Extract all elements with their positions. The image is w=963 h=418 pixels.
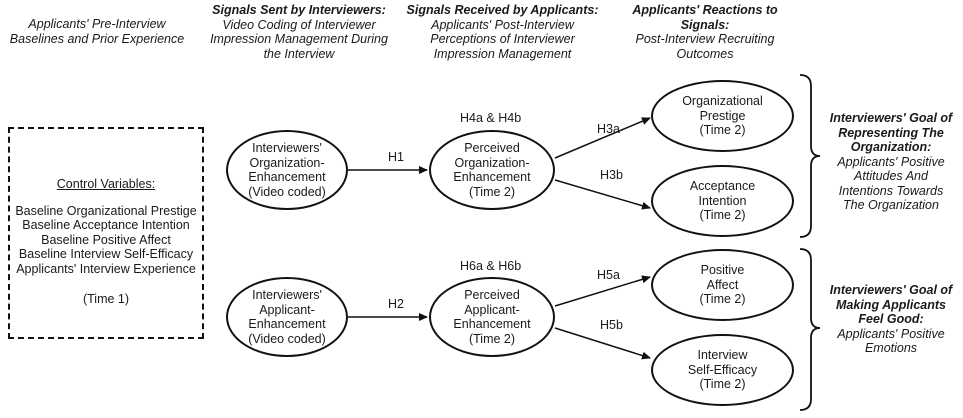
node-line: (Video coded) [248, 184, 326, 199]
path-label-h3a: H3a [597, 122, 620, 136]
header-reactions-title1: Applicants' Reactions to [632, 3, 778, 17]
node-line: (Video coded) [248, 331, 326, 346]
control-variable-item: Baseline Acceptance Intention [22, 218, 190, 232]
path-label-h1: H1 [388, 150, 404, 164]
node-line: (Time 2) [699, 292, 746, 307]
node-line: Acceptance [689, 179, 756, 194]
goal-app-title3: Feel Good: [858, 312, 924, 326]
header-reactions-line2: Outcomes [676, 46, 734, 61]
node-line: Enhancement [248, 170, 326, 184]
node-line: Affect [706, 277, 739, 292]
control-variable-item: Baseline Interview Self-Efficacy [18, 247, 194, 261]
path-label-h4: H4a & H4b [460, 111, 522, 125]
goal-representing-organization: Interviewers' Goal of Representing The O… [822, 111, 960, 213]
node-line: (Time 2) [699, 377, 746, 392]
node-line: Interview [697, 348, 748, 363]
path-label-h3b: H3b [600, 168, 623, 182]
header-reactions: Applicants' Reactions to Signals: Post-I… [610, 3, 800, 61]
goal-org-desc1: Applicants' Positive [837, 154, 945, 169]
node-line: Enhancement [453, 170, 531, 184]
path-label-h2: H2 [388, 297, 404, 311]
node-interview-self-efficacy: Interview Self-Efficacy (Time 2) [651, 334, 794, 406]
control-variable-item: Applicants' Interview Experience [16, 261, 196, 276]
node-line: Perceived [464, 141, 520, 155]
goal-org-title3: Organization: [850, 140, 932, 154]
header-signals-received-line2: Perceptions of Interviewer [430, 32, 575, 46]
header-signals-sent-line3: the Interview [263, 46, 335, 61]
header-reactions-line1: Post-Interview Recruiting [635, 32, 775, 46]
goal-app-title1: Interviewers' Goal of [829, 283, 953, 297]
header-signals-sent: Signals Sent by Interviewers: Video Codi… [196, 3, 402, 61]
node-line: Interviewers' [252, 288, 322, 302]
node-interviewers-applicant-enhancement: Interviewers' Applicant- Enhancement (Vi… [226, 277, 348, 357]
control-variable-item: Baseline Positive Affect [41, 232, 171, 247]
path-label-h5b: H5b [600, 318, 623, 332]
node-line: Interviewers' [252, 141, 322, 155]
node-line: Organization- [249, 155, 325, 170]
header-reactions-title2: Signals: [680, 17, 730, 32]
node-line: (Time 2) [699, 208, 746, 223]
goal-applicants-feel-good: Interviewers' Goal of Making Applicants … [822, 283, 960, 356]
node-organizational-prestige: Organizational Prestige (Time 2) [651, 80, 794, 152]
arrow-h3a [554, 117, 651, 159]
node-line: Organizational [682, 94, 763, 109]
goal-app-desc1: Applicants' Positive [837, 326, 945, 341]
goal-org-desc3: Intentions Towards [838, 183, 944, 198]
header-signals-received-title: Signals Received by Applicants: [406, 3, 599, 17]
header-baselines-line1: Applicants' Pre-Interview [28, 17, 166, 31]
header-signals-received-line3: Impression Management [433, 46, 572, 61]
brace-organization [799, 74, 821, 238]
goal-app-desc2: Emotions [864, 341, 918, 355]
arrow-h3b [554, 179, 651, 210]
brace-applicants [799, 248, 821, 411]
path-label-h5a: H5a [597, 268, 620, 282]
control-variables-title: Control Variables: [56, 177, 156, 191]
header-signals-sent-line2: Impression Management During [210, 32, 388, 46]
arrow-h5b [554, 327, 651, 360]
node-acceptance-intention: Acceptance Intention (Time 2) [651, 165, 794, 237]
node-line: Prestige [699, 108, 746, 123]
node-line: Positive [700, 263, 745, 278]
node-line: (Time 2) [699, 123, 746, 138]
node-line: Self-Efficacy [687, 362, 758, 377]
header-signals-sent-title: Signals Sent by Interviewers: [212, 3, 386, 17]
goal-app-title2: Making Applicants [836, 297, 946, 312]
goal-org-desc4: The Organization [843, 198, 939, 212]
node-line: Applicant- [259, 302, 315, 317]
node-perceived-organization-enhancement: Perceived Organization- Enhancement (Tim… [429, 130, 555, 210]
control-variables-time: (Time 1) [82, 292, 130, 306]
goal-org-title1: Interviewers' Goal of [829, 111, 953, 125]
goal-org-title2: Representing The [838, 125, 944, 140]
path-label-h6: H6a & H6b [460, 259, 522, 273]
node-line: (Time 2) [468, 331, 516, 346]
node-line: Organization- [454, 155, 530, 170]
node-line: Enhancement [453, 317, 531, 331]
goal-org-desc2: Attitudes And [854, 169, 928, 183]
node-interviewers-organization-enhancement: Interviewers' Organization- Enhancement … [226, 130, 348, 210]
header-baselines: Applicants' Pre-Interview Baselines and … [2, 17, 192, 46]
control-variable-item: Baseline Organizational Prestige [15, 203, 197, 218]
header-signals-received-line1: Applicants' Post-Interview [431, 17, 574, 32]
control-variables-list: Baseline Organizational Prestige Baselin… [10, 204, 202, 277]
header-signals-received: Signals Received by Applicants: Applican… [400, 3, 605, 61]
header-signals-sent-line1: Video Coding of Interviewer [222, 17, 376, 32]
node-line: Intention [698, 193, 747, 208]
arrow-h5a [554, 275, 651, 307]
control-variables-box: Control Variables: Baseline Organization… [8, 127, 204, 339]
node-line: (Time 2) [468, 184, 516, 199]
node-positive-affect: Positive Affect (Time 2) [651, 249, 794, 321]
node-line: Perceived [464, 288, 520, 302]
header-baselines-line2: Baselines and Prior Experience [9, 31, 185, 46]
node-line: Applicant- [464, 302, 520, 317]
node-line: Enhancement [248, 317, 326, 331]
node-perceived-applicant-enhancement: Perceived Applicant- Enhancement (Time 2… [429, 277, 555, 357]
